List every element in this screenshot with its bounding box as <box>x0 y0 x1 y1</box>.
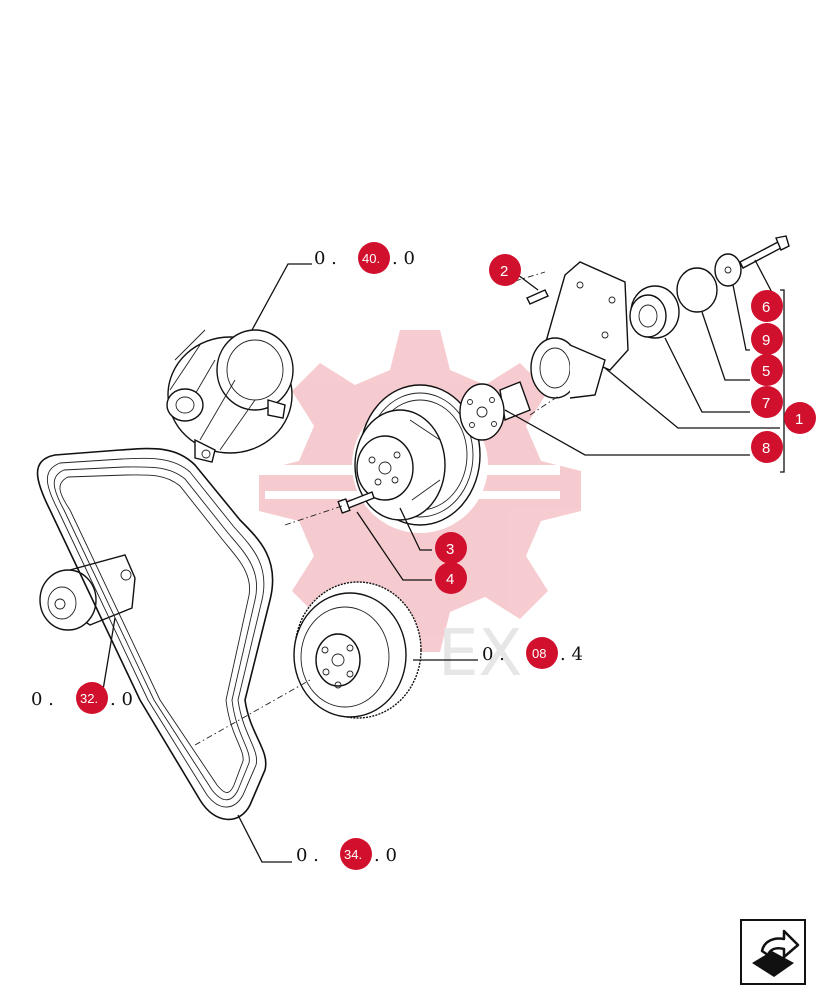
reference-belt-tensioner[interactable]: 0 . 32. . 0 <box>31 682 133 714</box>
alternator <box>166 329 294 463</box>
washer <box>714 253 742 287</box>
drive-belt <box>36 447 274 821</box>
bolt-6 <box>739 235 790 269</box>
arrow-return-icon <box>752 929 800 977</box>
ref-prefix: 0 . <box>482 644 505 665</box>
ref-prefix: 0 . <box>314 248 337 269</box>
callout-2[interactable]: 2 <box>489 254 521 286</box>
ref-suffix: . 4 <box>560 644 583 665</box>
belt-tensioner <box>39 554 136 631</box>
snap-ring <box>676 267 718 313</box>
hub-flange <box>459 381 531 441</box>
leader-lines <box>102 259 785 863</box>
callout-label: 9 <box>762 332 770 349</box>
callout-label: 1 <box>795 411 803 428</box>
ref-badge: 32. <box>80 691 98 706</box>
ref-badge: 34. <box>344 847 362 862</box>
callout-label: 5 <box>762 363 770 380</box>
ref-prefix: 0 . <box>31 689 54 710</box>
bearing <box>629 285 680 339</box>
watermark-text: EX <box>438 617 522 691</box>
return-button[interactable] <box>740 919 806 985</box>
callout-label: 8 <box>762 440 770 457</box>
callout-6[interactable]: 6 <box>751 290 783 322</box>
callout-4[interactable]: 4 <box>435 562 467 594</box>
callout-label: 2 <box>500 263 508 280</box>
reference-drive-belt[interactable]: 0 . 34. . 0 <box>296 838 397 870</box>
bolt-4 <box>337 491 375 514</box>
callout-8[interactable]: 8 <box>751 431 783 463</box>
callout-label: 7 <box>762 395 770 412</box>
callout-5[interactable]: 5 <box>751 354 783 386</box>
water-pump-pulley <box>354 384 481 526</box>
callout-label: 4 <box>446 571 454 588</box>
ref-badge: 08 <box>532 646 546 661</box>
callout-3[interactable]: 3 <box>435 532 467 564</box>
callout-label: 6 <box>762 299 770 316</box>
ref-suffix: . 0 <box>374 845 397 866</box>
ref-badge: 40. <box>362 251 380 266</box>
callout-1[interactable]: 1 <box>784 402 816 434</box>
ref-suffix: . 0 <box>392 248 415 269</box>
bolt-2 <box>526 289 549 305</box>
ref-suffix: . 0 <box>110 689 133 710</box>
callout-7[interactable]: 7 <box>751 386 783 418</box>
ref-prefix: 0 . <box>296 845 319 866</box>
callout-label: 3 <box>446 541 454 558</box>
reference-crankshaft-damper[interactable]: 0 . 08 . 4 <box>482 637 583 669</box>
callout-9[interactable]: 9 <box>751 323 783 355</box>
reference-alternator[interactable]: 0 . 40. . 0 <box>314 242 415 274</box>
tensioner-bracket <box>530 261 629 399</box>
crankshaft-damper <box>293 581 422 719</box>
